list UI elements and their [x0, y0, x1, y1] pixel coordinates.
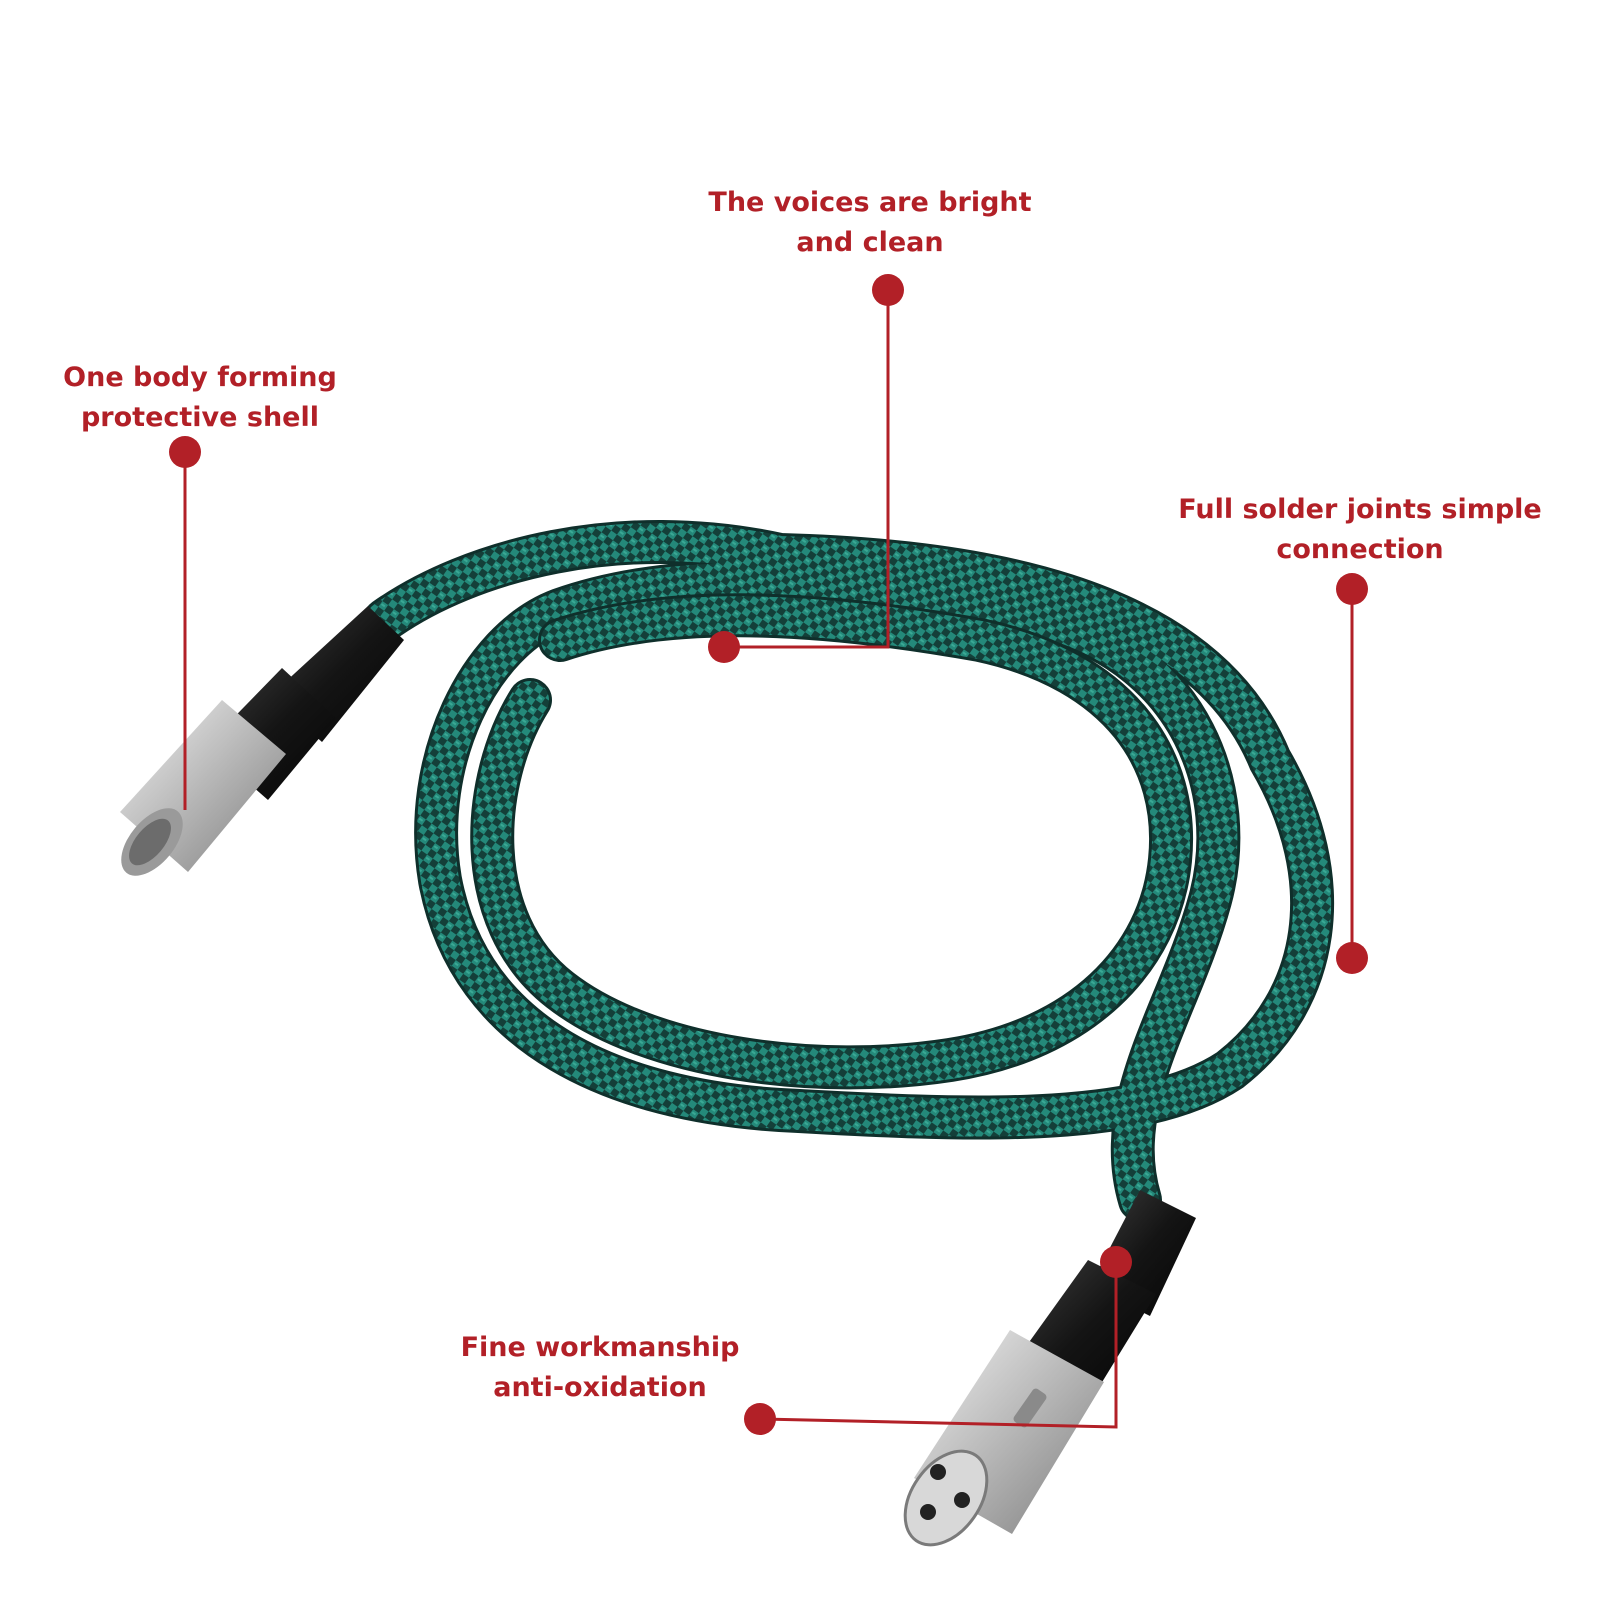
marker-dots: [169, 274, 1368, 1435]
marker-dot-icon: [1336, 942, 1368, 974]
female-pin-hole-2: [920, 1504, 936, 1520]
callout-voices-line1: The voices are bright: [708, 187, 1032, 218]
callout-solder: Full solder joints simple connection: [1170, 490, 1550, 570]
male-barrel-opening: [129, 818, 171, 866]
marker-dot-icon: [169, 436, 201, 468]
marker-dot-icon: [708, 631, 740, 663]
female-pin-hole-3: [954, 1492, 970, 1508]
callout-protective-shell-line2: protective shell: [80, 402, 319, 433]
callout-workmanship: Fine workmanship anti-oxidation: [455, 1328, 745, 1408]
leader-workmanship: [759, 1262, 1118, 1429]
callout-solder-line1: Full solder joints simple: [1178, 494, 1542, 525]
marker-dot-icon: [1100, 1246, 1132, 1278]
callout-workmanship-line1: Fine workmanship: [460, 1332, 740, 1363]
female-latch: [1013, 1388, 1047, 1428]
callout-protective-shell: One body forming protective shell: [60, 358, 340, 438]
callout-leaders: [183, 290, 1354, 1429]
female-pin-hole-1: [930, 1464, 946, 1480]
marker-dot-icon: [872, 274, 904, 306]
callout-workmanship-line2: anti-oxidation: [493, 1372, 707, 1403]
xlr-female-connector: [903, 1190, 1196, 1547]
callout-protective-shell-line1: One body forming: [63, 362, 337, 393]
callout-voices-line2: and clean: [796, 227, 944, 258]
callout-voices: The voices are bright and clean: [700, 183, 1040, 263]
marker-dot-icon: [744, 1403, 776, 1435]
female-barrel-face: [903, 1449, 989, 1547]
callout-solder-line2: connection: [1276, 534, 1444, 565]
marker-dot-icon: [1336, 573, 1368, 605]
leader-voices: [724, 290, 890, 649]
xlr-male-connector: [120, 606, 404, 876]
braided-cable: [363, 520, 1335, 1222]
cable-inner-loop: [473, 596, 1190, 1087]
cable-outer: [366, 523, 1332, 1219]
